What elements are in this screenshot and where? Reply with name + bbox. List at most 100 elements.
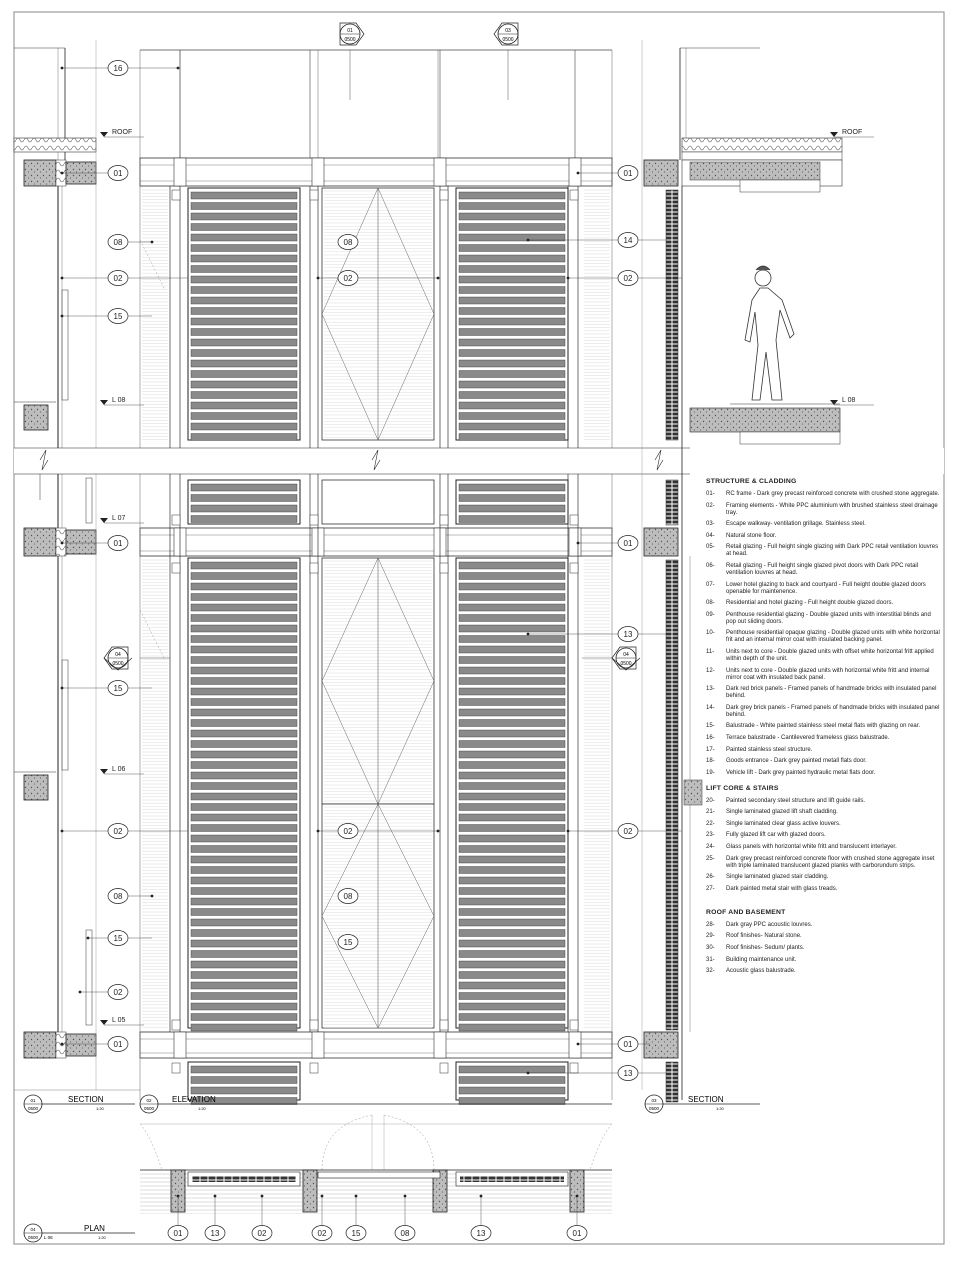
door-swing xyxy=(383,1114,435,1171)
floor-slab xyxy=(23,404,49,431)
tag-08: 08 xyxy=(337,234,359,250)
mullion-bracket xyxy=(439,189,449,201)
bulkhead xyxy=(739,179,821,193)
tag-13: 13 xyxy=(526,626,639,642)
glazed-door xyxy=(321,803,435,1029)
svg-text:0500: 0500 xyxy=(649,1106,660,1111)
legend-item-text: Penthouse residential opaque glazing - D… xyxy=(726,630,940,644)
legend-item: 19- Vehicle lift - Dark grey painted hydr… xyxy=(706,770,942,777)
legend-item-number: 24- xyxy=(706,844,715,851)
legend-item-text: Units next to core - Double glazed units… xyxy=(726,667,930,681)
svg-text:L 06: L 06 xyxy=(44,1235,53,1240)
mullion-bracket xyxy=(171,1062,181,1074)
title-section-right-text: SECTION xyxy=(688,1095,724,1104)
column-cap xyxy=(311,1031,325,1059)
legend-item-text: Dark gray PPC acoustic louvres. xyxy=(726,921,813,928)
level-roof-right: ROOF xyxy=(842,129,862,136)
column-cap xyxy=(568,527,582,557)
plan-tag-label: 15 xyxy=(352,1229,361,1238)
tag-15-label: 15 xyxy=(114,934,123,943)
legend-heading: LIFT CORE & STAIRS xyxy=(706,784,779,792)
louvre-panel xyxy=(455,557,569,1032)
legend-item-number: 09- xyxy=(706,611,715,618)
plan-column xyxy=(432,1169,448,1213)
plan-tag-label: 08 xyxy=(401,1229,410,1238)
louvre-panel xyxy=(455,479,569,525)
louvre-panel xyxy=(455,187,569,441)
legend-item-number: 12- xyxy=(706,667,715,674)
svg-text:1:20: 1:20 xyxy=(96,1106,105,1111)
legend-item-number: 20- xyxy=(706,797,715,804)
legend-item-number: 11- xyxy=(706,648,715,655)
legend-item: 04-Natural stone floor. xyxy=(706,533,942,540)
tag-02-label: 02 xyxy=(344,827,353,836)
level-marks: ROOF ROOF L 08 L 08 L 07 L 06 L 05 xyxy=(112,129,862,1024)
legend-item-number: 07- xyxy=(706,581,715,588)
svg-text:0500: 0500 xyxy=(620,661,631,667)
tag-01: 01 xyxy=(576,165,639,181)
tag-01-label: 01 xyxy=(114,1040,123,1049)
legend-item-text: Vehicle lift - Dark grey painted hydraul… xyxy=(726,769,876,776)
legend-item-number: 17- xyxy=(706,746,715,753)
tag-01: 01 xyxy=(60,1036,129,1052)
slab-band xyxy=(139,1031,613,1059)
legend-item-number: 22- xyxy=(706,820,715,827)
door-swing xyxy=(321,1114,373,1171)
rc-slab xyxy=(643,159,679,187)
svg-text:04: 04 xyxy=(30,1227,36,1232)
plan-tag: 08 xyxy=(394,1194,416,1241)
legend-item: 09-Penthouse residential glazing - Doubl… xyxy=(706,612,942,626)
legend-item: 23-Fully glazed lift car with glazed doo… xyxy=(706,832,942,839)
right-section xyxy=(641,40,874,1103)
balustrade-flat xyxy=(61,289,69,401)
legend-item-text: Escape walkway- ventilation grillage. St… xyxy=(726,521,866,528)
legend-item: 21-Single laminated glazed lift shaft cl… xyxy=(706,809,942,816)
tag-02-label: 02 xyxy=(624,827,633,836)
rc-slab xyxy=(23,159,57,187)
legend-item-number: 19- xyxy=(706,769,715,776)
legend-item: 02-Framing elements - White PPC aluminiu… xyxy=(706,503,942,517)
plan-column xyxy=(302,1169,318,1213)
plan-tag: 02 xyxy=(251,1194,273,1241)
side-glazing xyxy=(584,189,610,440)
balustrade-flat xyxy=(61,659,69,771)
svg-text:01: 01 xyxy=(347,28,353,34)
tag-02: 02 xyxy=(78,984,129,1000)
legend-item: 08-Residential and hotel glazing - Full … xyxy=(706,600,942,607)
legend-item-text: Roof finishes- Natural stone. xyxy=(726,933,802,940)
svg-text:03: 03 xyxy=(651,1098,657,1103)
break-symbol xyxy=(654,449,664,471)
tag-02: 02 xyxy=(566,270,639,286)
tag-08: 08 xyxy=(107,234,154,250)
level-l08-right: L 08 xyxy=(842,397,855,404)
mullion-bracket xyxy=(569,514,579,526)
figure-body xyxy=(744,287,795,401)
louvre-panel xyxy=(187,187,301,441)
roof-slab-core xyxy=(689,161,821,181)
door-swing xyxy=(589,1123,613,1171)
svg-text:03: 03 xyxy=(505,28,511,34)
tag-01-label: 01 xyxy=(114,539,123,548)
legend-item-text: Dark grey precast reinforced concrete fl… xyxy=(726,855,935,869)
mullion-bracket xyxy=(439,1019,449,1031)
side-glazing xyxy=(142,559,168,1028)
mullion-bracket xyxy=(309,1062,319,1074)
tag-08-label: 08 xyxy=(114,892,123,901)
legend-item: 31-Building maintenance unit. xyxy=(706,957,942,964)
legend-item: 03-Escape walkway- ventilation grillage.… xyxy=(706,521,942,528)
legend-item-text: Acoustic glass balustrade. xyxy=(726,968,796,975)
legend-item-number: 14- xyxy=(706,704,715,711)
legend-item: 01-RC frame - Dark grey precast reinforc… xyxy=(706,491,942,498)
legend-item-text: Residential and hotel glazing - Full hei… xyxy=(726,600,894,607)
rc-slab xyxy=(643,527,679,557)
legend-item-text: Dark painted metal stair with glass trea… xyxy=(726,885,838,892)
legend-item: 15-Balustrade - White painted stainless … xyxy=(706,723,942,730)
tag-08-label: 08 xyxy=(114,238,123,247)
svg-text:0500: 0500 xyxy=(144,1106,155,1111)
legend-item: 30-Roof finishes- Sedum/ plants. xyxy=(706,945,942,952)
legend-item-text: Dark grey brick panels - Framed panels o… xyxy=(726,704,940,718)
break-band xyxy=(14,447,944,475)
